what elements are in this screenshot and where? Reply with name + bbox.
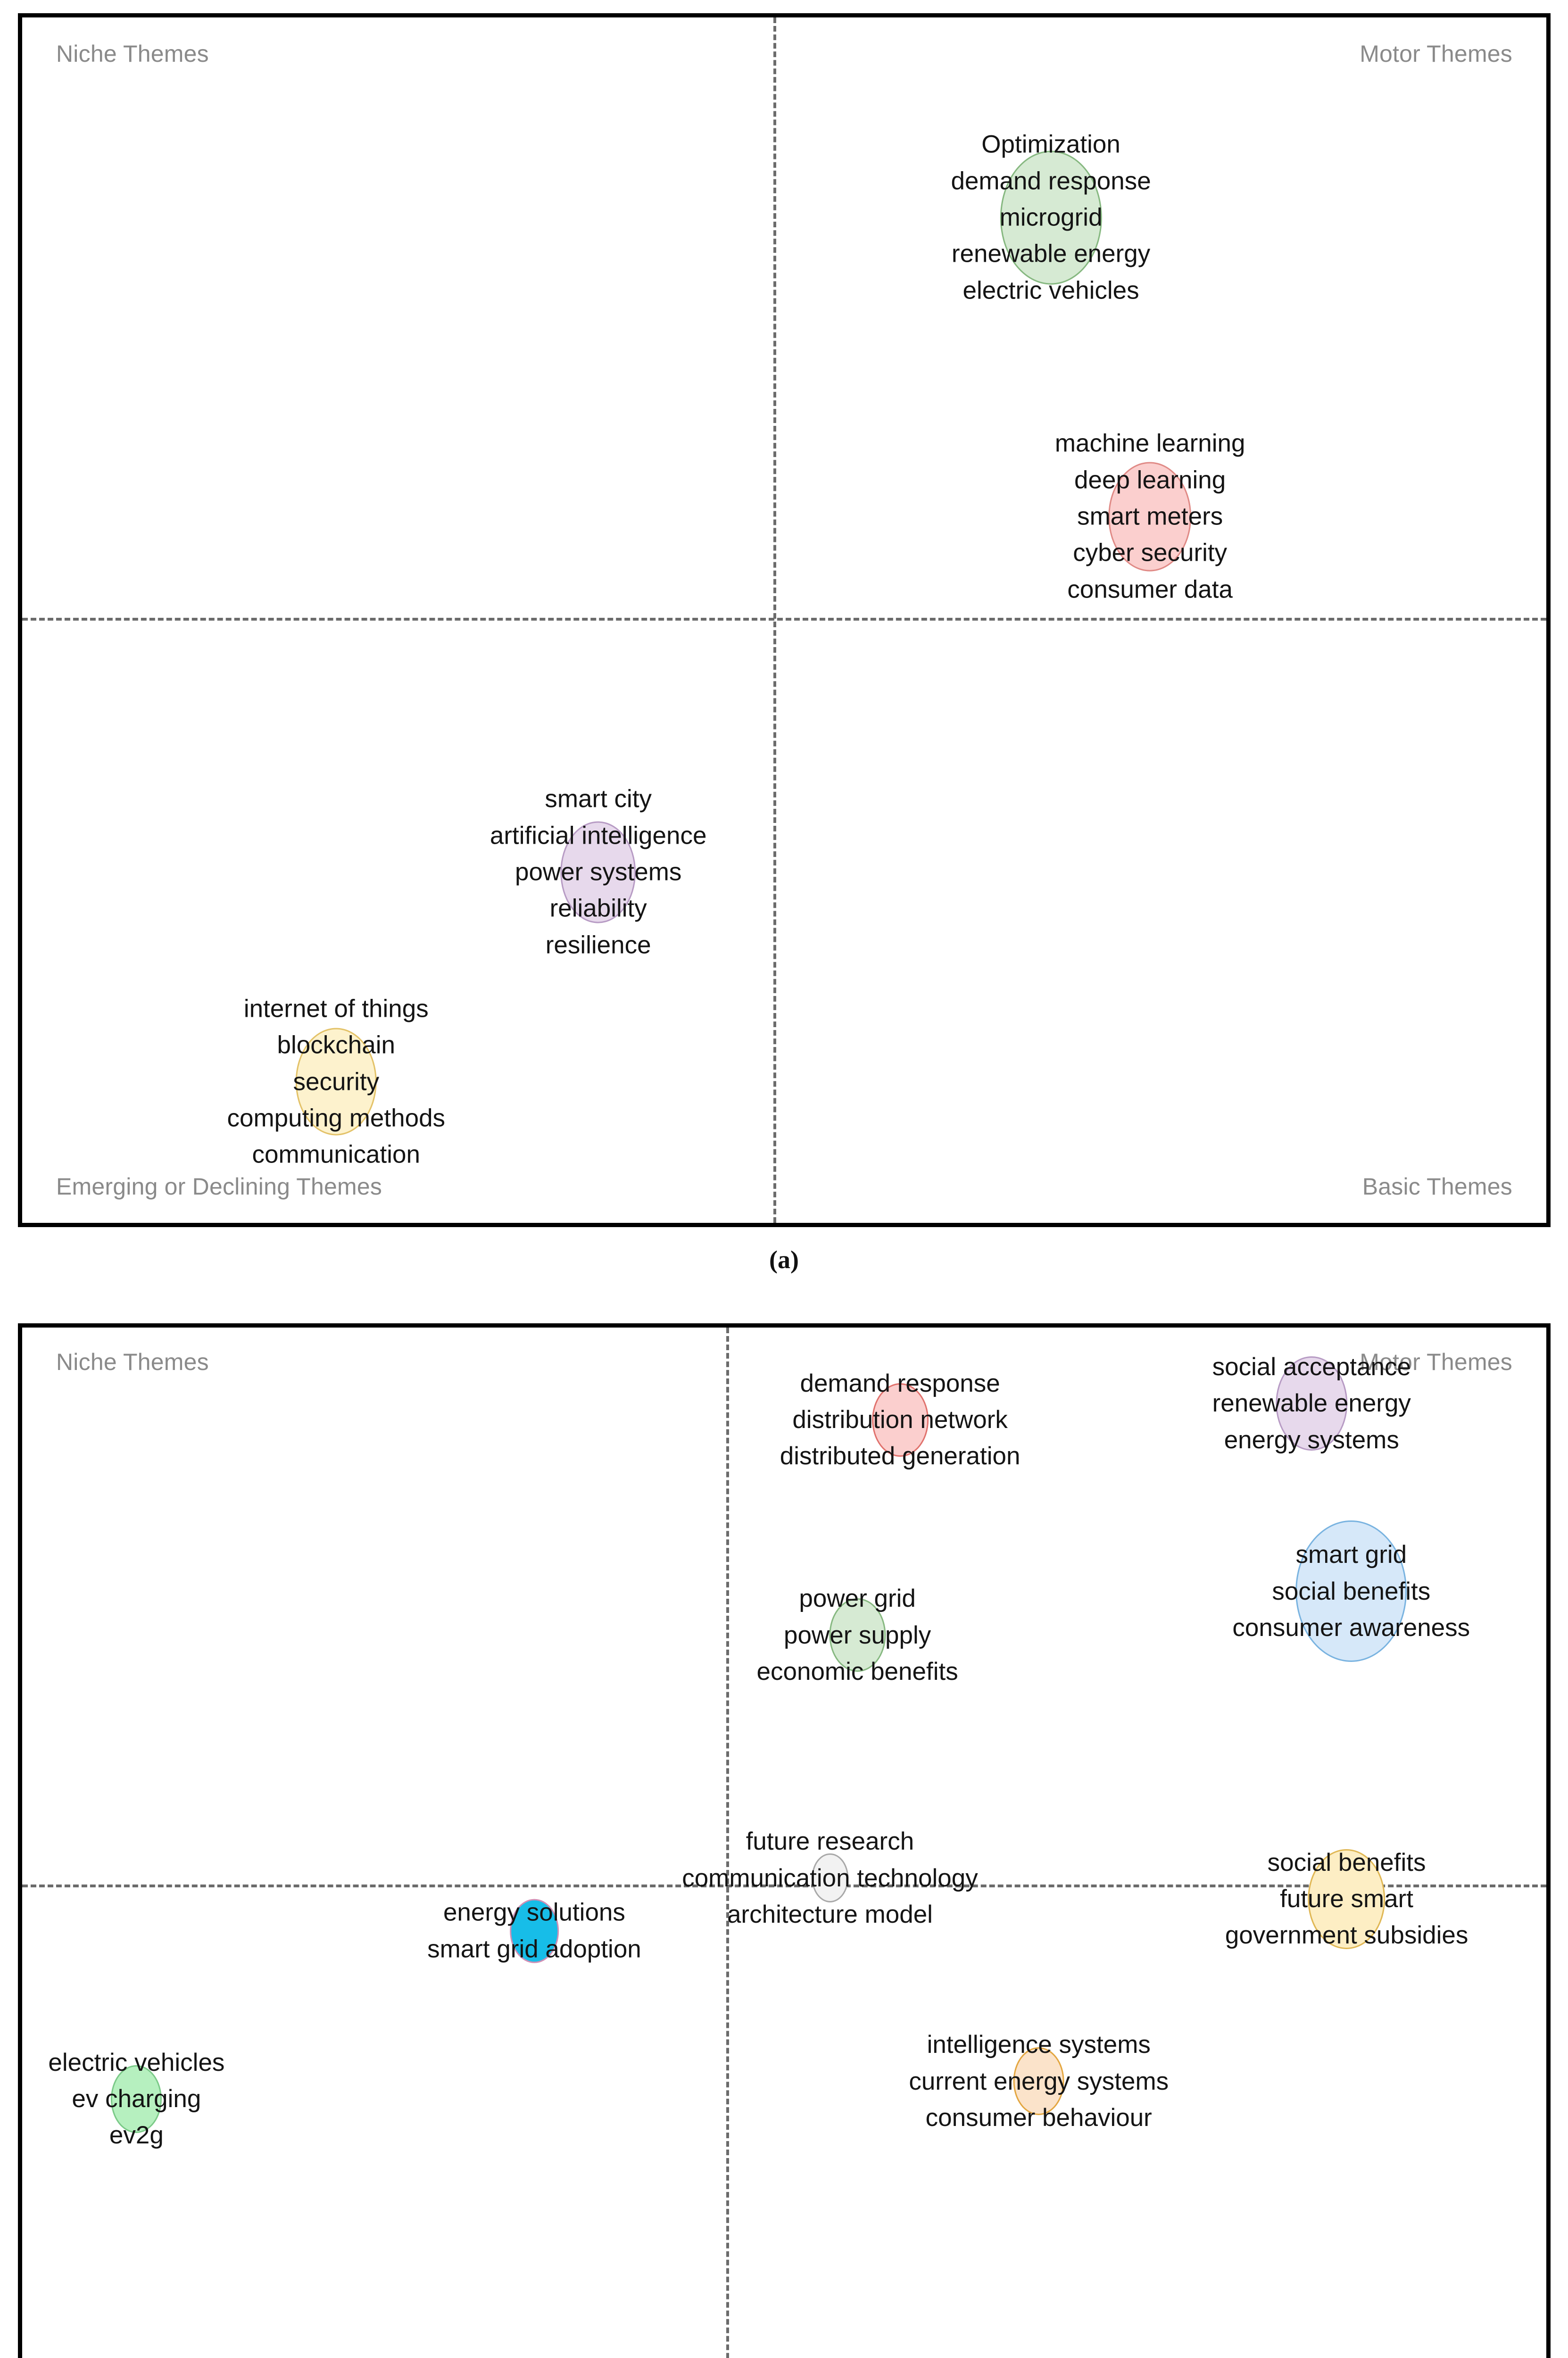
cluster-term: future research [746, 1827, 914, 1856]
cluster-bubble [871, 1383, 929, 1457]
panel-a-label-basic-themes: Basic Themes [1362, 1173, 1512, 1200]
theme-cluster[interactable]: smart city artificial intelligence power… [490, 781, 707, 963]
panel-a-horizontal-divider [22, 617, 1546, 621]
cluster-term: demand response [800, 1369, 1000, 1397]
cluster-bubble [1308, 1849, 1385, 1949]
cluster-bubble [111, 2065, 162, 2133]
cluster-term: government subsidies [1225, 1921, 1468, 1950]
theme-cluster[interactable]: smart grid social benefits consumer awar… [1232, 1520, 1470, 1662]
theme-cluster[interactable]: social benefits future smart government … [1225, 1844, 1468, 1954]
theme-cluster[interactable]: intelligence systems current energy syst… [909, 2026, 1169, 2136]
cluster-term: economic benefits [756, 1658, 958, 1686]
cluster-term-list: intelligence systems current energy syst… [909, 2026, 1169, 2136]
cluster-term: cyber security [1073, 539, 1228, 567]
cluster-term: renewable energy [1212, 1389, 1411, 1418]
cluster-bubble [1295, 1520, 1407, 1662]
cluster-bubble [1013, 2047, 1064, 2116]
cluster-bubble [1000, 150, 1102, 285]
cluster-term: smart grid [1295, 1541, 1407, 1569]
cluster-term: smart meters [1077, 502, 1223, 531]
cluster-bubble [509, 1899, 559, 1963]
cluster-term: blockchain [277, 1031, 395, 1059]
cluster-term: energy solutions [443, 1898, 625, 1926]
cluster-term-list: power grid power supply economic benefit… [757, 1580, 958, 1690]
cluster-bubble [1276, 1356, 1348, 1451]
cluster-term-list: smart grid social benefits consumer awar… [1232, 1536, 1470, 1646]
cluster-term: artificial intelligence [489, 822, 707, 850]
panel-b-label-niche-themes: Niche Themes [56, 1349, 209, 1375]
theme-cluster[interactable]: Optimization demand response microgrid r… [951, 126, 1151, 309]
cluster-term: social benefits [1272, 1577, 1431, 1605]
cluster-term: smart city [545, 785, 652, 813]
cluster-term: energy systems [1224, 1426, 1399, 1454]
panel-a-caption: (a) [769, 1245, 799, 1274]
cluster-term-list: future research communication technology… [682, 1823, 978, 1933]
cluster-term: deep learning [1074, 466, 1226, 494]
cluster-term: internet of things [243, 995, 429, 1023]
cluster-term: current energy systems [909, 2067, 1169, 2095]
cluster-term: demand response [951, 167, 1151, 195]
cluster-term: consumer data [1067, 575, 1233, 604]
cluster-term: reliability [549, 894, 647, 922]
cluster-term: architecture model [727, 1901, 933, 1929]
cluster-bubble [811, 1853, 848, 1903]
theme-cluster[interactable]: electric vehicles ev charging ev2g [48, 2044, 224, 2154]
cluster-term: resilience [545, 931, 651, 959]
cluster-term: computing methods [227, 1104, 446, 1132]
cluster-term-list: smart city artificial intelligence power… [490, 781, 707, 963]
cluster-term-list: social benefits future smart government … [1225, 1844, 1468, 1954]
cluster-term: consumer behaviour [925, 2104, 1152, 2132]
panel-b: Niche Themes Motor Themes Emerging or De… [18, 1323, 1551, 2358]
cluster-term: smart grid adoption [427, 1935, 641, 1963]
panel-a-label-motor-themes: Motor Themes [1360, 41, 1512, 67]
panel-b-label-motor-themes: Motor Themes [1360, 1349, 1512, 1375]
cluster-term: renewable energy [951, 240, 1151, 268]
cluster-term: power systems [514, 858, 682, 886]
panel-a-label-emerging-declining-themes: Emerging or Declining Themes [56, 1173, 382, 1200]
cluster-bubble [1108, 462, 1192, 572]
panel-b-horizontal-divider [22, 1885, 1546, 1888]
cluster-term: intelligence systems [927, 2031, 1151, 2059]
theme-cluster[interactable]: future research communication technology… [682, 1823, 978, 1933]
theme-cluster[interactable]: social acceptance renewable energy energ… [1212, 1349, 1411, 1458]
cluster-term-list: internet of things blockchain security c… [227, 991, 446, 1173]
cluster-bubble [295, 1028, 377, 1136]
theme-cluster[interactable]: internet of things blockchain security c… [227, 991, 446, 1173]
cluster-term: future smart [1280, 1885, 1413, 1913]
cluster-term: security [293, 1068, 380, 1096]
cluster-term: electric vehicles [962, 276, 1139, 305]
cluster-term: consumer awareness [1232, 1613, 1470, 1642]
cluster-term-list: Optimization demand response microgrid r… [951, 126, 1151, 309]
cluster-term: Optimization [981, 130, 1120, 158]
cluster-term: power supply [783, 1621, 931, 1649]
cluster-term-list: social acceptance renewable energy energ… [1212, 1349, 1411, 1458]
cluster-term: ev charging [72, 2084, 201, 2113]
cluster-term: power grid [799, 1585, 916, 1613]
cluster-term: electric vehicles [48, 2048, 225, 2076]
panel-a: Niche Themes Motor Themes Emerging or De… [18, 13, 1551, 1227]
cluster-term-list: machine learning deep learning smart met… [1055, 425, 1245, 608]
cluster-term-list: demand response distribution network dis… [780, 1365, 1020, 1475]
panel-a-label-niche-themes: Niche Themes [56, 41, 209, 67]
cluster-term: communication [252, 1141, 420, 1169]
cluster-term: social acceptance [1212, 1353, 1411, 1381]
cluster-bubble [560, 821, 636, 923]
cluster-term: distribution network [792, 1406, 1008, 1434]
cluster-term: machine learning [1054, 429, 1245, 457]
cluster-term-list: electric vehicles ev charging ev2g [48, 2044, 224, 2154]
cluster-bubble [829, 1598, 886, 1672]
cluster-term: communication technology [682, 1864, 978, 1892]
theme-cluster[interactable]: power grid power supply economic benefit… [757, 1580, 958, 1690]
theme-cluster[interactable]: energy solutions smart grid adoption [427, 1894, 641, 1968]
cluster-term: microgrid [999, 203, 1103, 232]
cluster-term: ev2g [109, 2121, 164, 2150]
cluster-term: social benefits [1267, 1848, 1426, 1876]
cluster-term: distributed generation [780, 1442, 1020, 1470]
theme-cluster[interactable]: demand response distribution network dis… [780, 1365, 1020, 1475]
panel-b-vertical-divider [726, 1328, 730, 2358]
cluster-term-list: energy solutions smart grid adoption [427, 1894, 641, 1968]
theme-cluster[interactable]: machine learning deep learning smart met… [1055, 425, 1245, 608]
